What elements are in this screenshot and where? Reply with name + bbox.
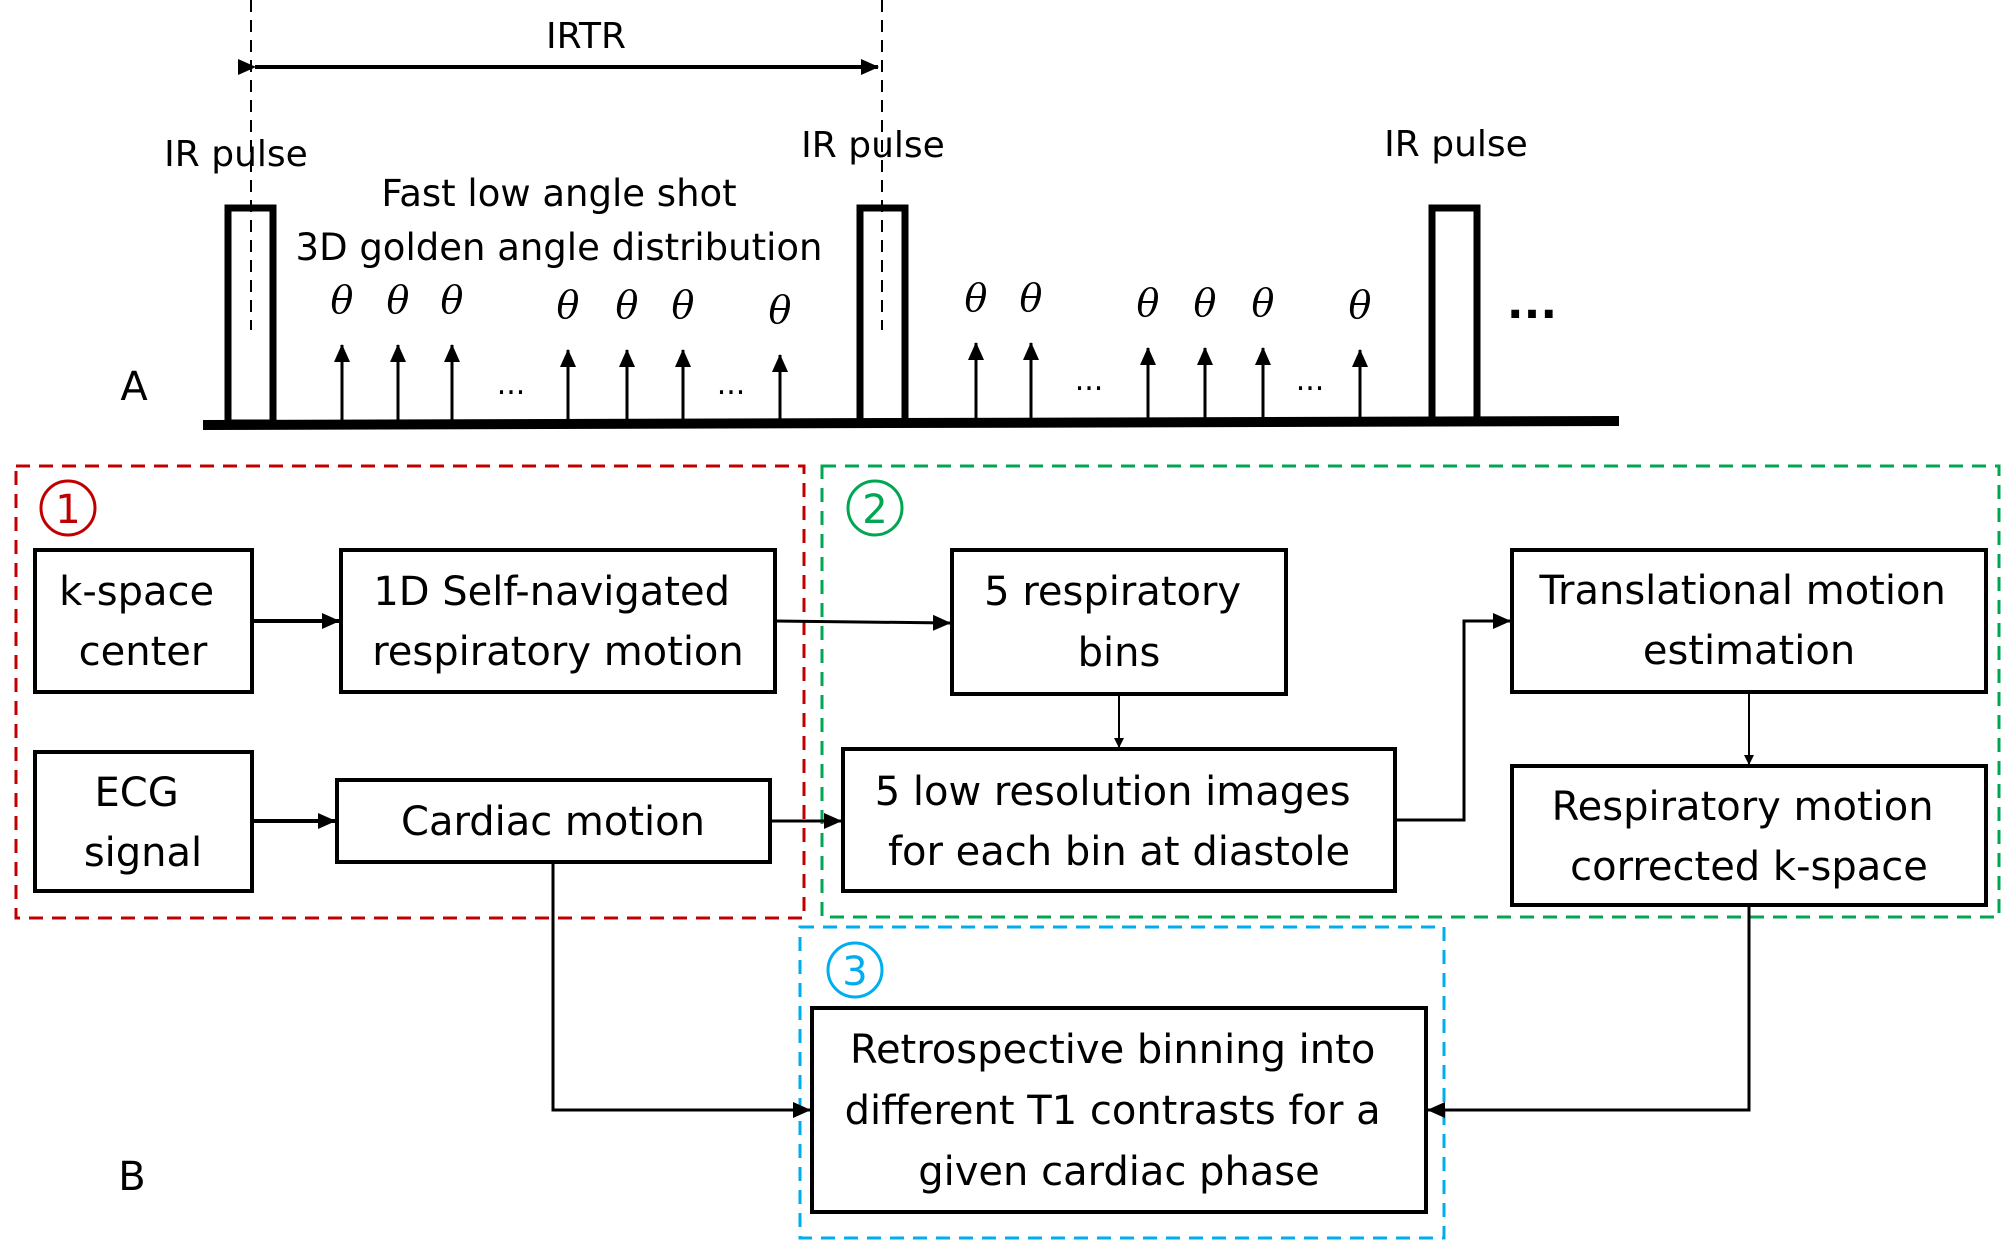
flip-angle-theta: θ	[1020, 276, 1043, 320]
box-low-resolution-images-text: 5 low resolution images for each bin at …	[875, 769, 1364, 875]
group-1-badge	[39, 479, 97, 537]
box-corrected-kspace-text: Respiratory motion corrected k-space	[1552, 784, 1947, 890]
flip-angle-theta: θ	[1349, 283, 1372, 327]
ir-pulse-1	[224, 204, 277, 427]
box-ecg-signal-text: ECG signal	[84, 770, 202, 876]
panel-b: B 1 2 3 k-space center 1D Self-navigated…	[14, 464, 2001, 1240]
ir-pulse-2	[856, 204, 909, 427]
box-retrospective-binning-text: Retrospective binning into different T1 …	[845, 1027, 1394, 1195]
flip-angle-theta: θ	[672, 283, 695, 327]
flip-angle-theta: θ	[387, 278, 410, 322]
time-axis	[202, 416, 1620, 430]
ir-pulse-label-1: IR pulse	[164, 134, 308, 175]
box-respiratory-bins	[950, 548, 1288, 696]
flip-angle-theta: θ	[557, 283, 580, 327]
group-2-badge	[846, 479, 904, 537]
readout-subtitle: 3D golden angle distribution	[296, 226, 823, 269]
ir-pulse-label-2: IR pulse	[801, 125, 945, 166]
ellipsis-2: ...	[717, 367, 746, 402]
flip-angle-theta: θ	[1194, 281, 1217, 325]
panel-a: A IRTR IR pulse IR pulse IR pulse Fast l…	[120, 0, 1620, 430]
ellipsis-3: ...	[1075, 363, 1104, 398]
flip-angle-theta: θ	[441, 278, 464, 322]
connectors	[252, 613, 1754, 1118]
box-cardiac-motion-text: Cardiac motion	[401, 799, 705, 845]
arrow-corrected-to-retro	[1427, 905, 1751, 1118]
ellipsis-1: ...	[497, 367, 526, 402]
panel-b-label: B	[118, 1154, 145, 1200]
arrow-lowres-to-translational	[1395, 613, 1511, 822]
flip-angle-theta: θ	[616, 283, 639, 327]
flip-angle-theta: θ	[769, 288, 792, 332]
group-2-frame	[820, 464, 2001, 919]
box-kspace-center-text: k-space center	[59, 569, 227, 675]
ir-pulse-3	[1428, 204, 1481, 425]
box-respiratory-bins-text: 5 respiratory bins	[984, 569, 1254, 676]
box-translational-motion-text: Translational motion estimation	[1538, 568, 1958, 674]
box-self-navigated	[339, 548, 777, 694]
group-3-number: 3	[842, 949, 867, 995]
arrow-selfnav-to-bins	[774, 614, 951, 631]
group-1-number: 1	[55, 487, 80, 533]
box-retrospective-binning	[810, 1006, 1428, 1214]
box-low-resolution-images	[841, 747, 1397, 893]
group-1-frame	[14, 464, 806, 920]
ellipsis-4: ...	[1296, 363, 1325, 398]
readout-title: Fast low angle shot	[381, 172, 736, 215]
box-translational-motion	[1510, 548, 1988, 694]
flip-angle-theta: θ	[1137, 281, 1160, 325]
panel-a-label: A	[120, 364, 148, 410]
group-2-number: 2	[862, 487, 887, 533]
flip-angle-theta: θ	[331, 278, 354, 322]
box-kspace-center	[33, 548, 254, 694]
ir-pulse-label-3: IR pulse	[1384, 124, 1528, 165]
continuation-ellipsis: ...	[1507, 278, 1557, 329]
arrow-cardiac-to-retro	[551, 862, 811, 1118]
group-3-badge	[826, 941, 884, 999]
box-ecg-signal	[33, 750, 254, 893]
irtr-label: IRTR	[546, 16, 626, 57]
flip-angle-theta: θ	[1252, 281, 1275, 325]
box-self-navigated-text: 1D Self-navigated respiratory motion	[372, 569, 744, 675]
flip-angle-theta: θ	[965, 276, 988, 320]
group-3-frame	[798, 925, 1446, 1240]
